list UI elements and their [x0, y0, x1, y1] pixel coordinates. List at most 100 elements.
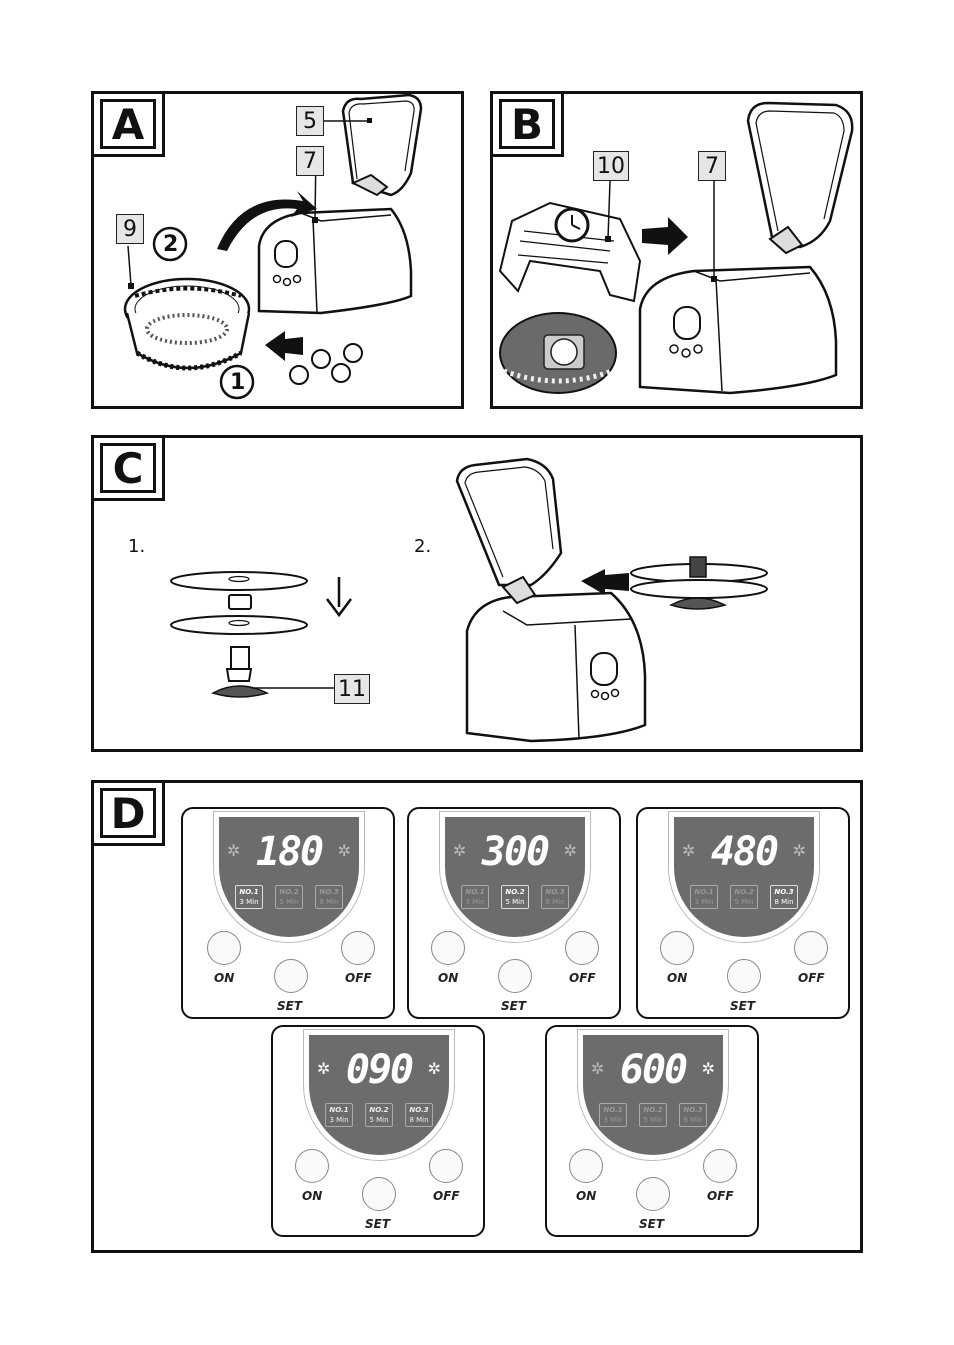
fan-icon: ✲ — [453, 841, 467, 860]
fan-icon: ✲ — [591, 1059, 605, 1078]
panel-d-letter: D — [100, 788, 156, 838]
set-label: SET — [730, 999, 756, 1013]
timer-value: 600 — [619, 1047, 688, 1093]
off-label: OFF — [345, 971, 372, 985]
off-button[interactable] — [341, 931, 375, 965]
off-button[interactable] — [429, 1149, 463, 1183]
on-label: ON — [667, 971, 688, 985]
off-label: OFF — [433, 1189, 460, 1203]
on-button[interactable] — [660, 931, 694, 965]
fan-icon: ✲ — [682, 841, 696, 860]
step-1-number: 1 — [230, 370, 246, 395]
set-label: SET — [365, 1217, 391, 1231]
set-button[interactable] — [636, 1177, 670, 1211]
panel-c-tab: C — [91, 435, 165, 501]
callout-7: 7 — [296, 146, 324, 176]
panel-a-tab: A — [91, 91, 165, 157]
off-button[interactable] — [565, 931, 599, 965]
panel-a-letter: A — [100, 99, 156, 149]
panel-c-illustration — [170, 457, 768, 743]
fan-icon: ✲ — [427, 1059, 441, 1078]
fan-icon: ✲ — [701, 1059, 715, 1078]
panel-a-illustration — [123, 93, 423, 400]
timer-value: 090 — [345, 1047, 414, 1093]
on-label: ON — [576, 1189, 597, 1203]
panel-b-tab: B — [490, 91, 564, 157]
panel-c-letter: C — [100, 443, 156, 493]
on-label: ON — [438, 971, 459, 985]
timer-value: 180 — [255, 829, 324, 875]
on-label: ON — [302, 1189, 323, 1203]
set-button[interactable] — [498, 959, 532, 993]
panel-a: A — [91, 91, 464, 409]
off-button[interactable] — [703, 1149, 737, 1183]
step-1-label: 1. — [128, 536, 146, 557]
set-button[interactable] — [274, 959, 308, 993]
panel-c: C 1. 2. 11 — [91, 435, 863, 752]
set-label: SET — [501, 999, 527, 1013]
on-button[interactable] — [569, 1149, 603, 1183]
off-label: OFF — [707, 1189, 734, 1203]
set-button[interactable] — [727, 959, 761, 993]
on-button[interactable] — [431, 931, 465, 965]
set-button[interactable] — [362, 1177, 396, 1211]
fan-icon: ✲ — [563, 841, 577, 860]
on-button[interactable] — [207, 931, 241, 965]
callout-10: 10 — [593, 151, 629, 181]
on-button[interactable] — [295, 1149, 329, 1183]
timer-value: 480 — [710, 829, 779, 875]
callout-7b: 7 — [698, 151, 726, 181]
on-label: ON — [214, 971, 235, 985]
step-2-label: 2. — [414, 536, 432, 557]
callout-11: 11 — [334, 674, 370, 704]
callout-5: 5 — [296, 106, 324, 136]
fan-icon: ✲ — [337, 841, 351, 860]
fan-icon: ✲ — [317, 1059, 331, 1078]
panel-d-tab: D — [91, 780, 165, 846]
off-label: OFF — [569, 971, 596, 985]
fan-icon: ✲ — [227, 841, 241, 860]
step-2-number: 2 — [163, 232, 179, 257]
set-label: SET — [277, 999, 303, 1013]
panel-b: B 10 7 — [490, 91, 863, 409]
panel-b-illustration — [498, 101, 854, 395]
off-label: OFF — [798, 971, 825, 985]
timer-value: 300 — [481, 829, 550, 875]
callout-9: 9 — [116, 214, 144, 244]
panel-b-letter: B — [499, 99, 555, 149]
fan-icon: ✲ — [792, 841, 806, 860]
set-label: SET — [639, 1217, 665, 1231]
off-button[interactable] — [794, 931, 828, 965]
